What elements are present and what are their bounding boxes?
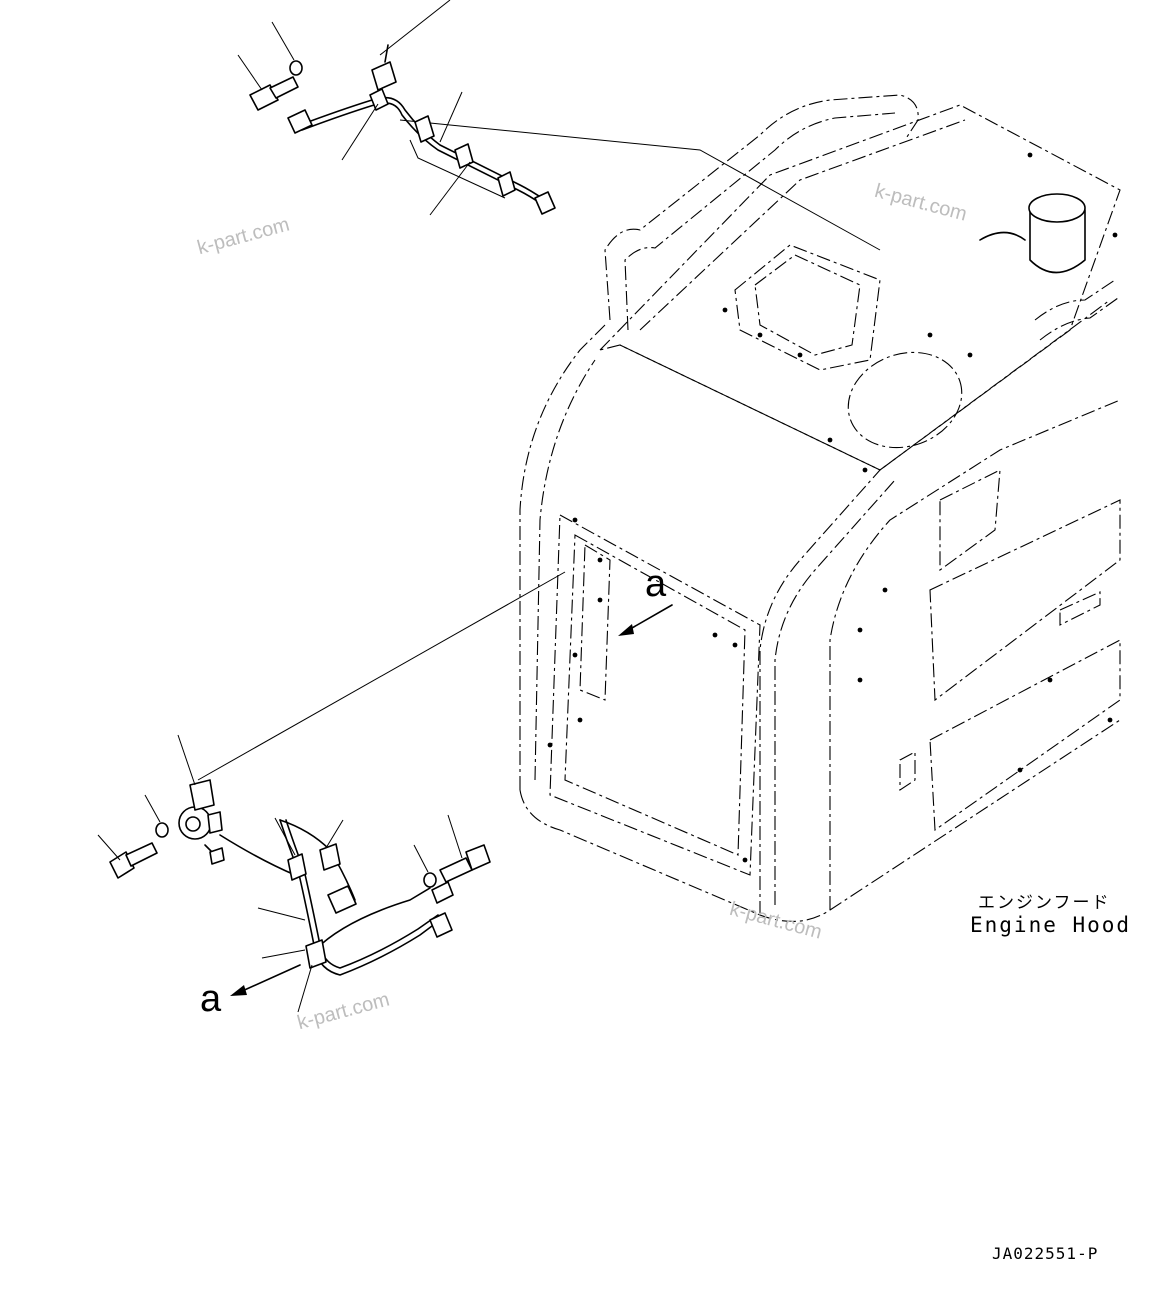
upper-washer-icon (289, 60, 303, 76)
leader-line-lower (197, 571, 566, 781)
lower-clip-mid-icon (305, 939, 327, 969)
lower-terminal-icon (429, 912, 453, 938)
view-arrow-upper-icon (618, 604, 673, 636)
part-label-japanese: エンジンフード (978, 893, 1111, 913)
view-marker-lower: a (200, 978, 222, 1020)
upper-clip-icon (369, 88, 389, 111)
lower-right-washer-icon (423, 872, 437, 888)
upper-harness-assembly (237, 0, 881, 251)
sensor-icon (178, 779, 225, 865)
upper-terminal-icon (534, 191, 556, 215)
upper-connector-left-icon (287, 109, 313, 134)
upper-connector-top-icon (371, 61, 397, 91)
lower-harness-assembly (97, 571, 566, 1013)
reserve-tank-cap (979, 193, 1086, 274)
lower-clip-top-icon (287, 853, 307, 881)
side-handrail (1034, 279, 1119, 341)
drawing-number: JA022551-P (992, 1244, 1099, 1263)
leader-line-upper (399, 119, 881, 251)
part-label-english: Engine Hood (970, 913, 1132, 937)
engine-hood-outline (519, 94, 1121, 922)
lower-left-washer-icon (155, 822, 169, 838)
view-marker-upper: a (645, 563, 667, 605)
lower-right-bolt-icon (439, 844, 491, 883)
view-arrow-lower-icon (230, 964, 301, 996)
lower-left-bolt-icon (109, 842, 158, 879)
lower-connector-icon (327, 885, 357, 914)
upper-bolt-icon (249, 76, 299, 111)
